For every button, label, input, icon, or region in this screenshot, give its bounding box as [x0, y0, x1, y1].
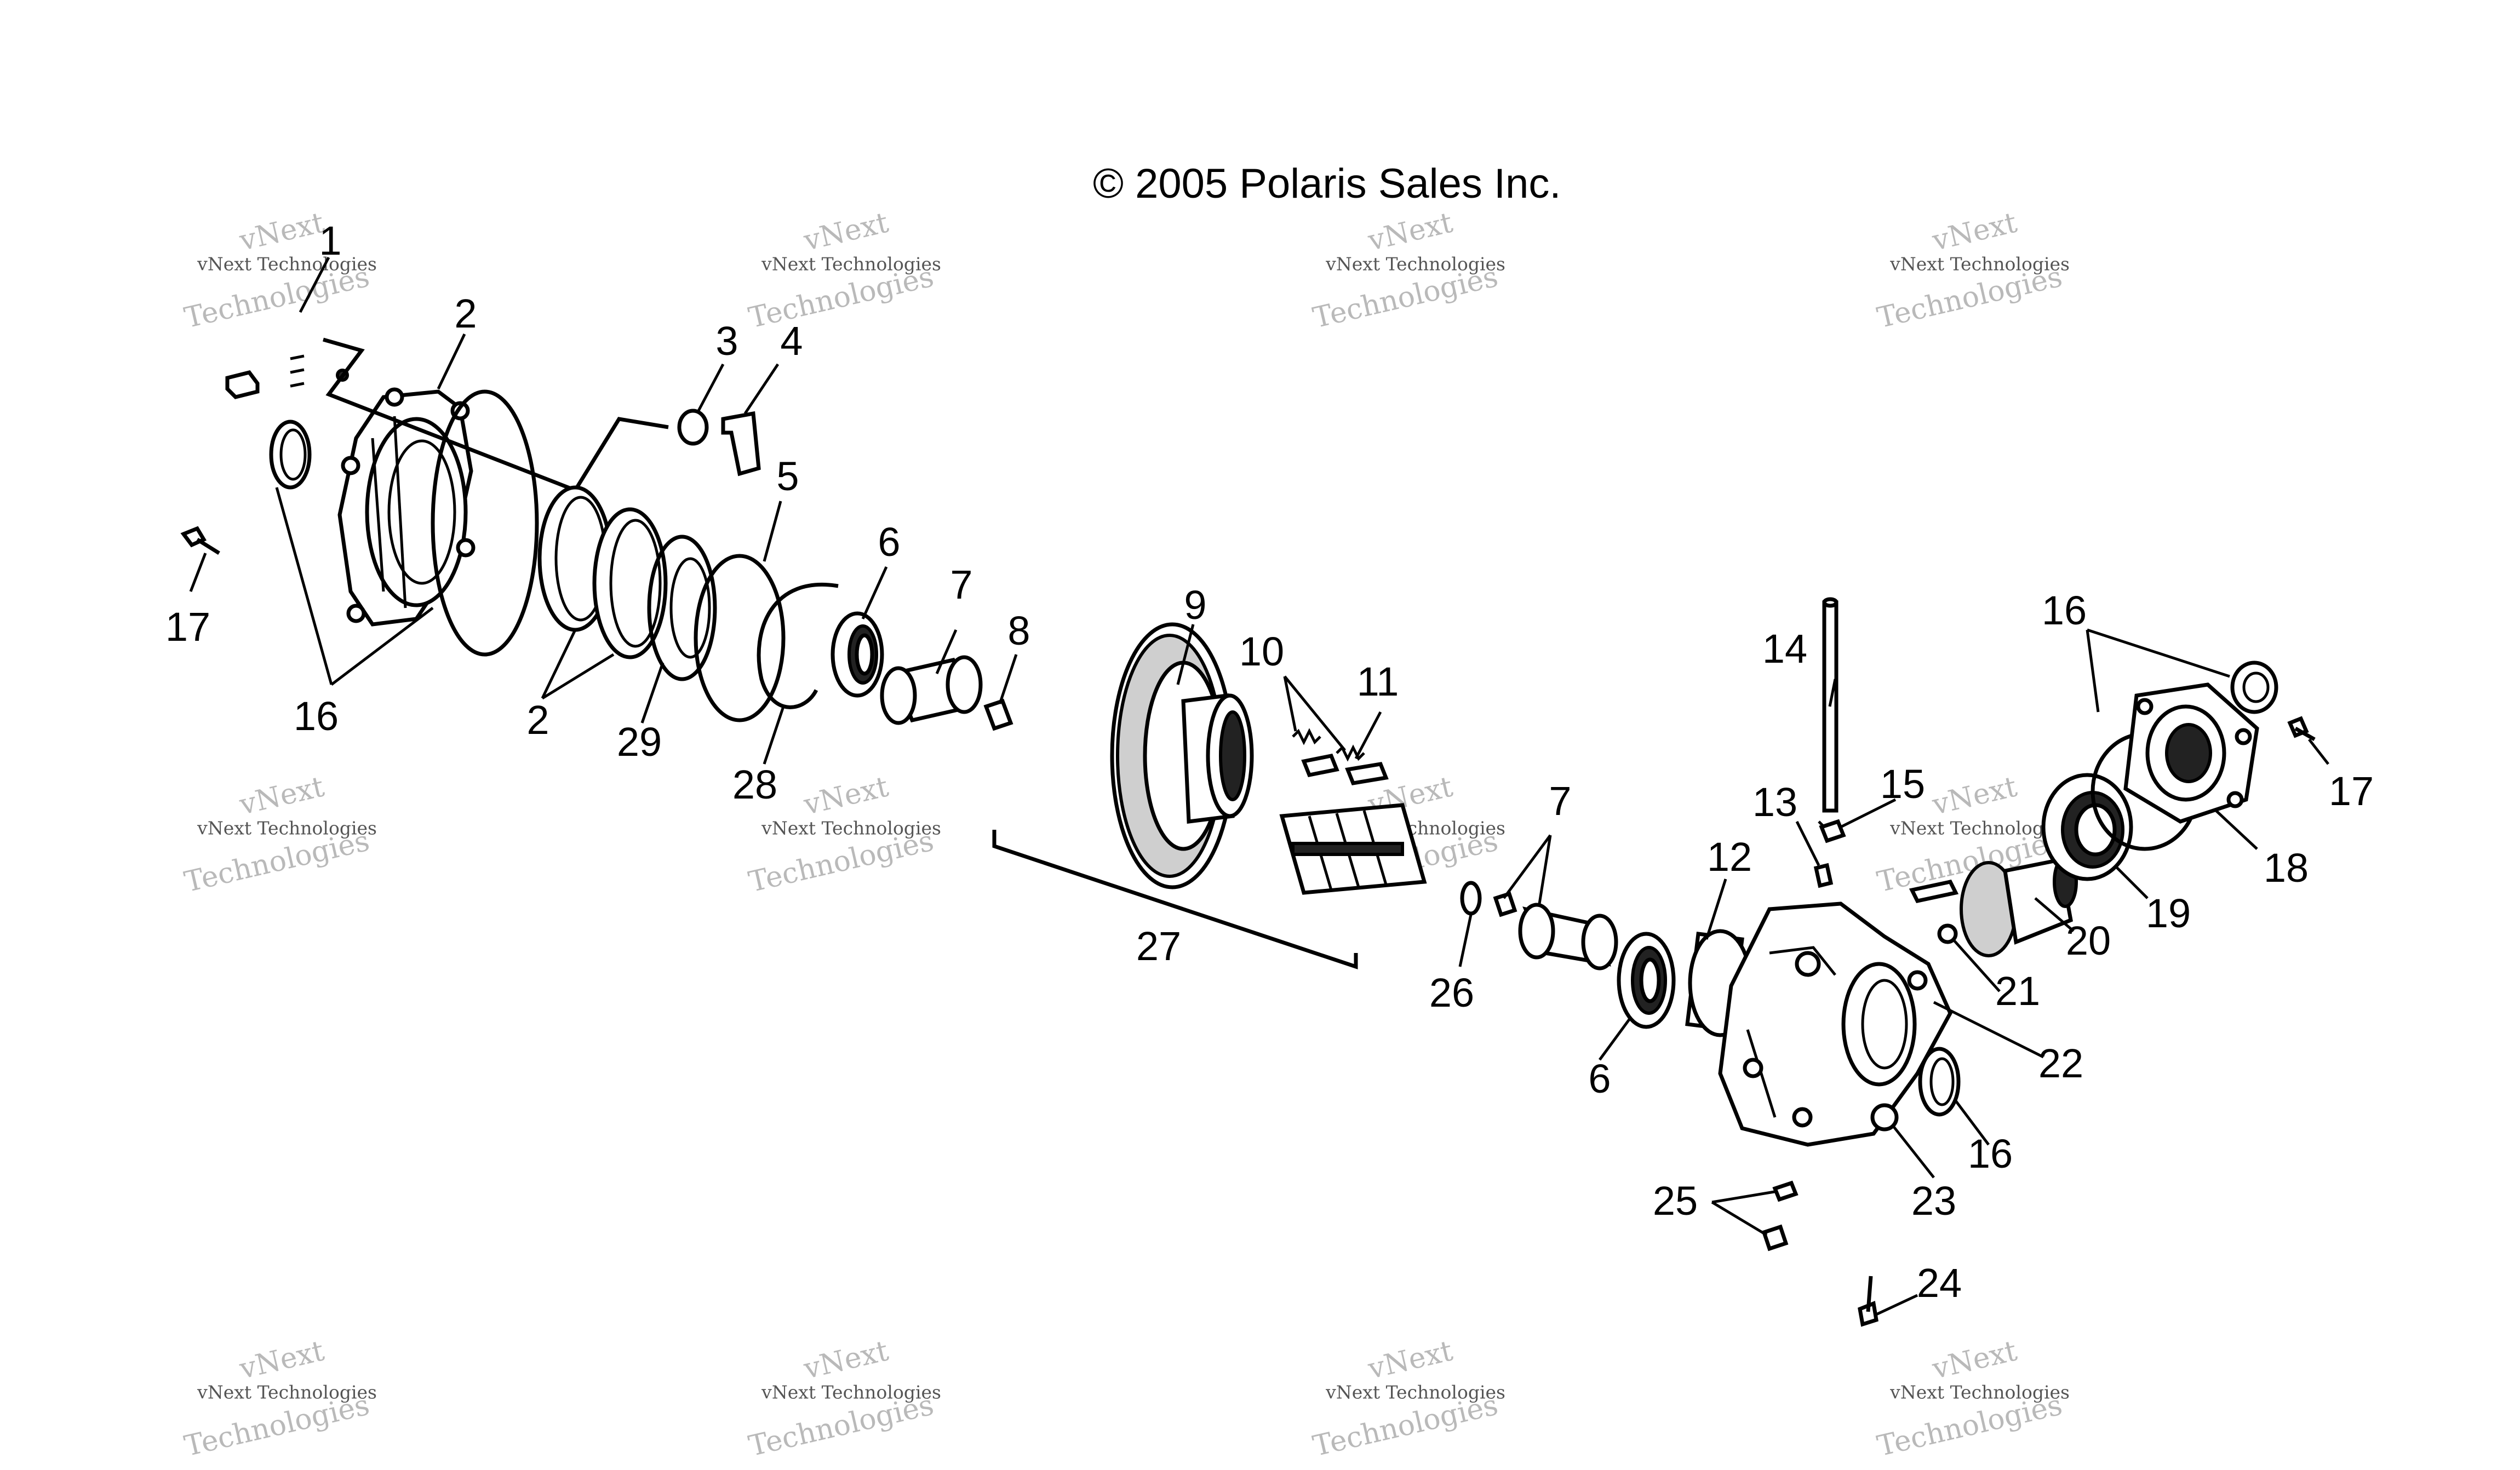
callout-label: 5: [776, 453, 799, 499]
leader-lines: [189, 256, 2329, 1316]
callout-label: 2: [526, 697, 549, 743]
callout-label: 10: [1239, 629, 1285, 674]
callout-label: 14: [1762, 626, 1808, 671]
plug-23: [1870, 1103, 1899, 1132]
seal-top-right: [2230, 661, 2278, 714]
fittings-25: [1761, 1180, 1799, 1251]
callout-label: 8: [1007, 608, 1030, 653]
bolt-right: [2287, 716, 2316, 742]
callout-label: 2: [454, 291, 477, 336]
retainer-plate: [2123, 682, 2259, 824]
cam-bushing-left: [880, 655, 983, 725]
callout-label: 26: [1429, 970, 1475, 1015]
callout-label: 7: [950, 562, 973, 607]
callout-label: 1: [319, 218, 342, 263]
ring-gear: [1110, 622, 1254, 889]
leader-1: [323, 337, 669, 493]
callout-label: 16: [293, 693, 339, 739]
callout-label: 7: [1549, 778, 1572, 824]
ring-pair: [537, 485, 668, 659]
callout-label: 3: [715, 318, 738, 364]
bolt-24: [1858, 1276, 1878, 1327]
snap-ring: [757, 583, 839, 709]
callout-label: 16: [1967, 1131, 2013, 1176]
callout-label: 17: [2328, 768, 2374, 814]
callout-label: 24: [1916, 1260, 1962, 1306]
bracket-27: [992, 830, 1358, 969]
pinion-gear: [1909, 855, 2078, 957]
seal-right: [1918, 1047, 1961, 1117]
seal-left: [269, 420, 312, 490]
callout-label: 15: [1880, 761, 1926, 807]
springs: [1292, 728, 1365, 762]
retaining-ring: [694, 554, 786, 722]
callout-label: 11: [1356, 659, 1399, 704]
pin-13: [1813, 863, 1834, 888]
callout-label: 19: [2145, 891, 2191, 936]
bearing-right: [1617, 932, 1676, 1029]
callout-label: 6: [1588, 1056, 1611, 1101]
thrust-washer: [647, 535, 717, 681]
callout-label: 25: [1652, 1178, 1698, 1224]
callout-label: 6: [878, 519, 901, 565]
callout-label: 29: [616, 719, 662, 765]
bolt-left: [180, 526, 220, 555]
callout-label: 4: [780, 318, 803, 364]
copyright-notice: © 2005 Polaris Sales Inc.: [1093, 160, 1561, 207]
callout-label: 9: [1184, 582, 1207, 628]
o-ring-large: [431, 389, 539, 657]
callout-label: 20: [2065, 918, 2111, 963]
pin-left: [983, 698, 1013, 731]
roller-cage: [1279, 753, 1427, 895]
callout-label: 28: [732, 762, 778, 807]
clip-15: [1819, 819, 1846, 843]
callout-label: 17: [165, 604, 211, 650]
bearing-19: [2041, 773, 2133, 881]
callout-label: 13: [1752, 779, 1798, 825]
spacer-and-bracket: [677, 409, 761, 476]
main-housing: [1718, 901, 1952, 1147]
callout-label: 27: [1136, 923, 1182, 969]
callout-label: 22: [2038, 1041, 2084, 1086]
cam-bushing-right: [1518, 903, 1618, 971]
callout-label: 23: [1911, 1178, 1957, 1224]
washer-26: [1460, 881, 1482, 916]
callout-label: 21: [1995, 968, 2041, 1014]
callout-label: 12: [1706, 834, 1752, 880]
bearing-left: [831, 611, 884, 698]
cover-housing: [337, 387, 476, 627]
callout-label: 16: [2041, 588, 2087, 633]
clip-part: [225, 354, 349, 399]
callout-label: 18: [2263, 845, 2309, 891]
